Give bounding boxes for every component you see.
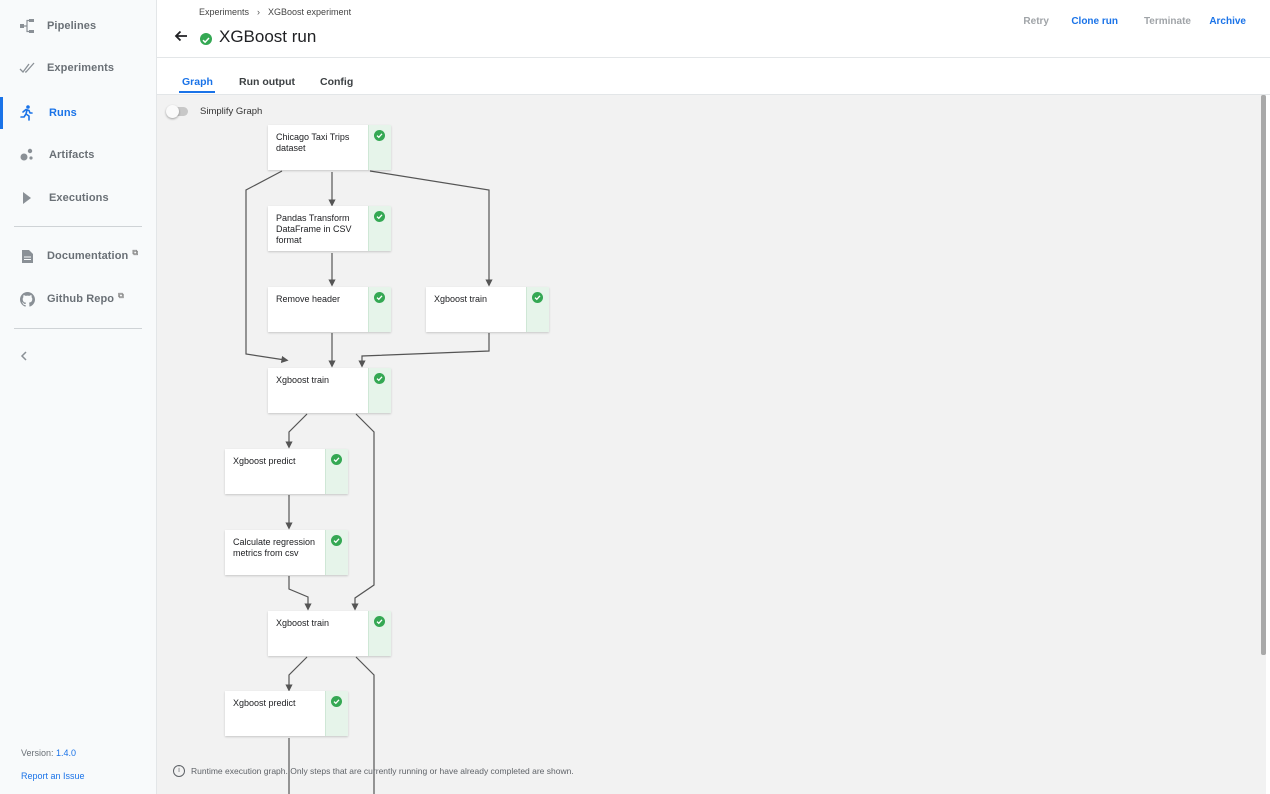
document-icon — [18, 247, 36, 265]
chevron-left-icon[interactable] — [18, 348, 32, 364]
info-icon: i — [173, 765, 185, 777]
breadcrumb-experiments[interactable]: Experiments — [199, 7, 250, 17]
graph-node[interactable]: Pandas Transform DataFrame in CSV format — [268, 206, 391, 251]
version-number[interactable]: 1.4.0 — [56, 748, 77, 758]
graph-node[interactable]: Xgboost predict — [225, 449, 348, 494]
simplify-graph-label: Simplify Graph — [200, 106, 263, 117]
node-label: Remove header — [276, 294, 341, 304]
tab-graph[interactable]: Graph — [182, 76, 213, 88]
success-check-icon — [374, 130, 385, 141]
node-label: Chicago Taxi Trips dataset — [276, 132, 350, 153]
breadcrumb-separator: › — [257, 7, 261, 17]
sidebar-item-documentation[interactable]: Documentation⧉ — [0, 240, 156, 272]
runs-icon — [18, 104, 36, 122]
success-check-icon — [331, 454, 342, 465]
node-label: Xgboost train — [276, 375, 330, 385]
node-label: Pandas Transform DataFrame in CSV format — [276, 213, 352, 245]
sidebar-item-label: Experiments — [47, 62, 115, 74]
active-tab-indicator — [179, 91, 215, 93]
success-check-icon — [374, 616, 385, 627]
success-check-icon — [200, 33, 212, 45]
graph-node[interactable]: Chicago Taxi Trips dataset — [268, 125, 391, 170]
sidebar-item-label: Pipelines — [47, 20, 97, 32]
success-check-icon — [532, 292, 543, 303]
sidebar-item-label: Github Repo⧉ — [47, 291, 124, 305]
success-check-icon — [374, 292, 385, 303]
footnote-text: Runtime execution graph. Only steps that… — [191, 766, 574, 776]
sidebar: Pipelines Experiments Runs Artifacts Exe… — [0, 0, 157, 794]
sidebar-item-runs[interactable]: Runs — [0, 97, 156, 129]
sidebar-item-label: Documentation⧉ — [47, 248, 139, 262]
breadcrumb: Experiments › XGBoost experiment — [199, 7, 351, 17]
graph-node[interactable]: Xgboost train — [268, 611, 391, 656]
graph-footnote: i Runtime execution graph. Only steps th… — [173, 765, 574, 777]
node-label: Xgboost train — [276, 618, 330, 628]
node-label: Xgboost predict — [233, 456, 296, 466]
sidebar-item-executions[interactable]: Executions — [0, 182, 156, 214]
breadcrumb-experiment[interactable]: XGBoost experiment — [268, 7, 352, 17]
node-label: Xgboost predict — [233, 698, 296, 708]
sidebar-item-label: Artifacts — [49, 149, 95, 161]
node-label: Calculate regression metrics from csv — [233, 537, 316, 558]
sidebar-item-label: Runs — [49, 107, 77, 119]
retry-button[interactable]: Retry — [1023, 16, 1049, 27]
page-title: XGBoost run — [219, 27, 317, 46]
success-check-icon — [331, 535, 342, 546]
archive-button[interactable]: Archive — [1209, 16, 1246, 27]
graph-canvas[interactable]: Simplify Graph Chicago Taxi Trips datase… — [157, 95, 1266, 794]
play-icon — [18, 189, 36, 207]
graph-node[interactable]: Remove header — [268, 287, 391, 332]
vertical-scrollbar[interactable] — [1261, 95, 1266, 655]
graph-node[interactable]: Xgboost train — [426, 287, 549, 332]
experiments-icon — [18, 59, 36, 77]
external-link-icon: ⧉ — [132, 248, 139, 257]
sidebar-item-pipelines[interactable]: Pipelines — [0, 10, 156, 42]
graph-node[interactable]: Xgboost train — [268, 368, 391, 413]
terminate-button[interactable]: Terminate — [1143, 16, 1191, 27]
sidebar-item-github-repo[interactable]: Github Repo⧉ — [0, 283, 156, 315]
graph-node[interactable]: Calculate regression metrics from csv — [225, 530, 348, 575]
pipelines-icon — [18, 17, 36, 35]
node-label: Xgboost train — [434, 294, 488, 304]
sidebar-item-artifacts[interactable]: Artifacts — [0, 139, 156, 171]
artifacts-icon — [18, 146, 36, 164]
success-check-icon — [331, 696, 342, 707]
tab-run-output[interactable]: Run output — [239, 76, 295, 88]
github-icon — [18, 290, 36, 308]
success-check-icon — [374, 373, 385, 384]
version-info: Version: 1.4.0 — [21, 748, 77, 758]
graph-node[interactable]: Xgboost predict — [225, 691, 348, 736]
sidebar-divider — [14, 226, 142, 227]
graph-edges — [245, 170, 493, 794]
sidebar-item-experiments[interactable]: Experiments — [0, 52, 156, 84]
success-check-icon — [374, 211, 385, 222]
external-link-icon: ⧉ — [118, 291, 124, 300]
tab-bar: Graph Run output Config — [157, 58, 1270, 95]
sidebar-divider — [14, 328, 142, 329]
clone-run-button[interactable]: Clone run — [1071, 16, 1118, 27]
simplify-graph-toggle[interactable] — [166, 105, 190, 118]
tab-config[interactable]: Config — [320, 76, 354, 88]
back-arrow-icon[interactable] — [173, 28, 189, 44]
report-issue-link[interactable]: Report an Issue — [21, 771, 85, 781]
page-header: Experiments › XGBoost experiment XGBoost… — [157, 0, 1270, 58]
sidebar-item-label: Executions — [49, 192, 109, 204]
